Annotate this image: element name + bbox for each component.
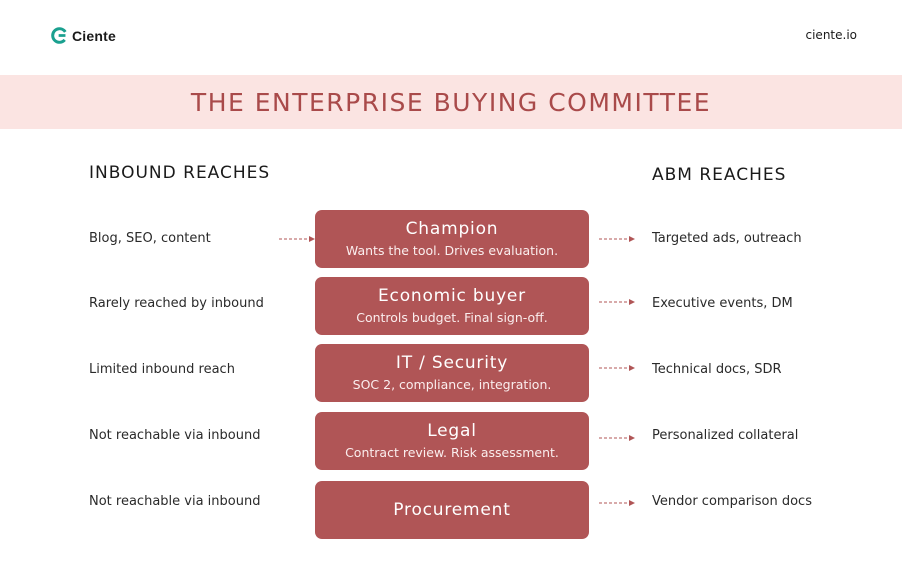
inbound-label-it-security: Limited inbound reach bbox=[89, 362, 235, 377]
role-name: Economic buyer bbox=[378, 286, 526, 306]
role-box-champion: Champion Wants the tool. Drives evaluati… bbox=[315, 210, 589, 268]
role-box-procurement: Procurement bbox=[315, 481, 589, 539]
site-url: ciente.io bbox=[805, 28, 858, 42]
brand-logo: Ciente bbox=[51, 27, 116, 44]
inbound-label-procurement: Not reachable via inbound bbox=[89, 494, 261, 509]
role-box-economic-buyer: Economic buyer Controls budget. Final si… bbox=[315, 277, 589, 335]
brand-name: Ciente bbox=[72, 27, 116, 44]
arrow-icon bbox=[599, 435, 635, 441]
abm-heading: ABM REACHES bbox=[652, 165, 787, 185]
arrow-icon bbox=[279, 236, 315, 242]
role-box-it-security: IT / Security SOC 2, compliance, integra… bbox=[315, 344, 589, 402]
arrow-icon bbox=[599, 299, 635, 305]
role-description: SOC 2, compliance, integration. bbox=[352, 377, 552, 392]
arrow-icon bbox=[599, 236, 635, 242]
inbound-label-economic-buyer: Rarely reached by inbound bbox=[89, 296, 264, 311]
role-name: Procurement bbox=[393, 500, 511, 520]
arrow-icon bbox=[599, 365, 635, 371]
role-name: Champion bbox=[405, 219, 499, 239]
page-title: THE ENTERPRISE BUYING COMMITTEE bbox=[190, 87, 712, 117]
role-description: Wants the tool. Drives evaluation. bbox=[345, 243, 559, 258]
abm-label-champion: Targeted ads, outreach bbox=[652, 231, 802, 246]
role-name: IT / Security bbox=[395, 353, 509, 373]
abm-label-procurement: Vendor comparison docs bbox=[652, 494, 812, 509]
role-description: Contract review. Risk assessment. bbox=[345, 445, 559, 460]
role-box-legal: Legal Contract review. Risk assessment. bbox=[315, 412, 589, 470]
ciente-logo-icon bbox=[51, 27, 68, 44]
inbound-label-legal: Not reachable via inbound bbox=[89, 428, 261, 443]
abm-label-it-security: Technical docs, SDR bbox=[652, 362, 782, 377]
abm-label-economic-buyer: Executive events, DM bbox=[652, 296, 793, 311]
abm-label-legal: Personalized collateral bbox=[652, 428, 799, 443]
role-description: Controls budget. Final sign-off. bbox=[356, 310, 548, 325]
inbound-heading: INBOUND REACHES bbox=[89, 163, 271, 183]
arrow-icon bbox=[599, 500, 635, 506]
role-name: Legal bbox=[427, 421, 477, 441]
title-band: THE ENTERPRISE BUYING COMMITTEE bbox=[0, 75, 902, 129]
inbound-label-champion: Blog, SEO, content bbox=[89, 231, 211, 246]
